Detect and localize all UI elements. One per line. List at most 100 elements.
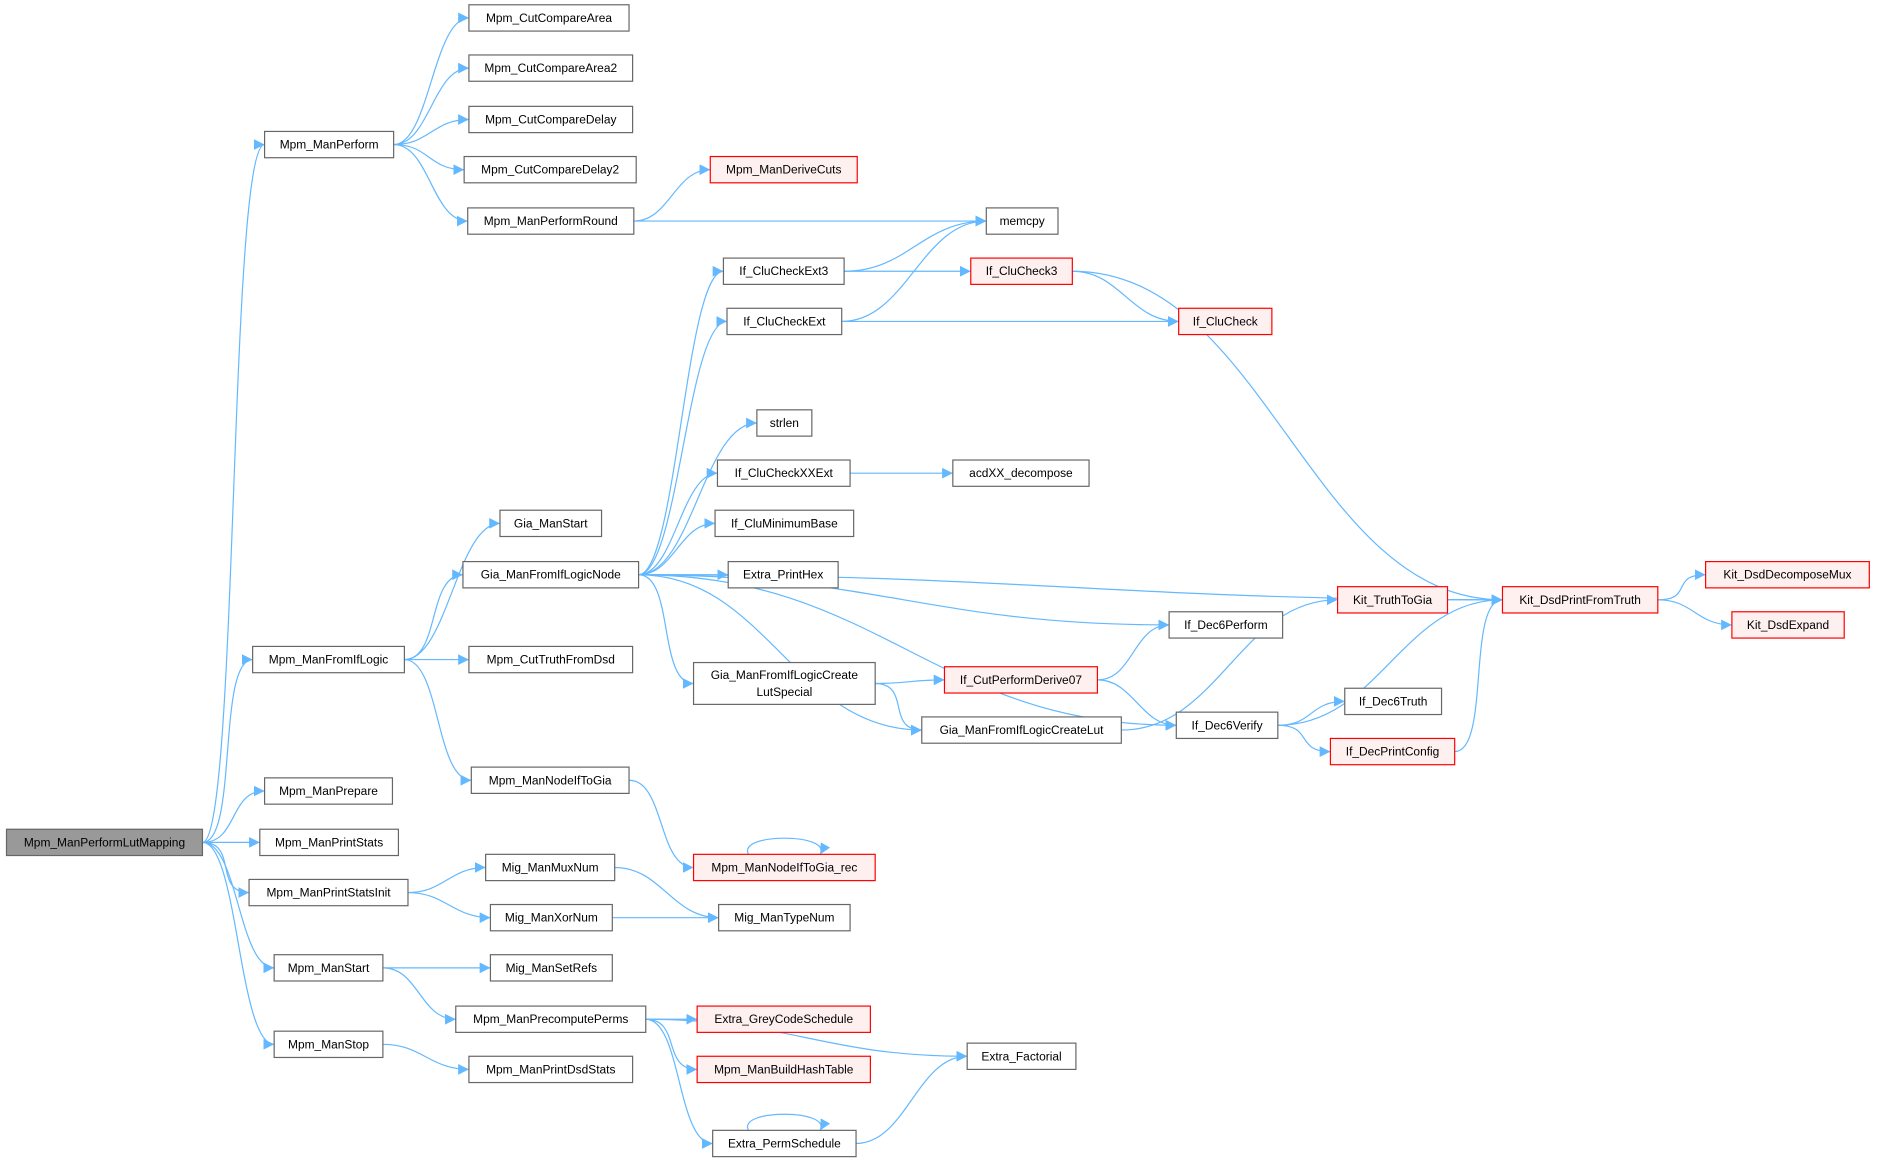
node-label: If_CluCheckXXExt [735,466,834,480]
node-box [692,661,876,705]
node-box [462,560,640,589]
node-dec6truth[interactable]: If_Dec6Truth [1344,687,1443,716]
node-root[interactable]: Mpm_ManPerformLutMapping [5,828,204,857]
node-memcpy[interactable]: memcpy [985,207,1059,235]
node-dsdstats[interactable]: Mpm_ManPrintDsdStats [468,1055,634,1084]
node-stop[interactable]: Mpm_ManStop [273,1030,384,1059]
node-fact[interactable]: Extra_Factorial [966,1042,1077,1071]
node-permsched[interactable]: Extra_PermSchedule [712,1129,857,1158]
node-giastart[interactable]: Gia_ManStart [499,509,603,538]
node-nodeiftogiarec[interactable]: Mpm_ManNodeIfToGia_rec [692,853,876,882]
edge-fromnode-to-createlut [638,574,922,736]
node-box [468,4,630,32]
node-grey[interactable]: Extra_GreyCodeSchedule [696,1005,871,1033]
edge-dsdprint-to-dsdmux [1657,569,1706,601]
node-label: If_CluCheck3 [986,264,1058,278]
edge-root-to-prepare [202,785,265,843]
node-setrefs[interactable]: Mig_ManSetRefs [489,954,613,982]
edge-root-to-start [202,841,275,974]
node-round[interactable]: Mpm_ManPerformRound [467,207,635,235]
node-ccd2[interactable]: Mpm_CutCompareDelay2 [463,155,637,184]
node-prepare[interactable]: Mpm_ManPrepare [263,777,394,805]
node-label: Kit_DsdExpand [1747,618,1829,632]
node-box [489,954,613,982]
node-label: Mpm_ManDeriveCuts [726,163,841,177]
edge-start-to-precomp [382,967,456,1025]
node-precomp[interactable]: Mpm_ManPrecomputePerms [455,1005,647,1033]
edge-statsinit-to-xornum [407,891,491,924]
edge-fromnode-to-lutspecial [638,574,694,689]
node-box [1705,560,1870,589]
node-box [692,853,876,882]
edge-decprint-to-dsdprint [1454,594,1503,753]
edge-lutspecial-to-derive07 [875,674,945,686]
node-start[interactable]: Mpm_ManStart [273,954,384,982]
node-xornum[interactable]: Mig_ManXorNum [489,903,613,932]
node-perform[interactable]: Mpm_ManPerform [263,130,395,159]
node-dec6perf[interactable]: If_Dec6Perform [1168,611,1284,639]
node-label: Mig_ManXorNum [505,911,598,925]
node-label-line: Gia_ManFromIfLogicCreate [711,668,859,682]
node-acd[interactable]: acdXX_decompose [952,459,1090,487]
node-box [248,878,409,907]
node-cca2[interactable]: Mpm_CutCompareArea2 [468,54,634,82]
node-ext3[interactable]: If_CluCheckExt3 [722,257,845,285]
edge-ext3-to-memcpy [844,215,987,272]
node-check3[interactable]: If_CluCheck3 [970,257,1073,285]
node-truthgia[interactable]: Kit_TruthToGia [1336,586,1449,614]
node-dsdexp[interactable]: Kit_DsdExpand [1731,611,1845,639]
node-box [273,954,384,982]
node-fromnode[interactable]: Gia_ManFromIfLogicNode [462,560,640,589]
node-label: Mpm_ManFromIfLogic [269,653,388,667]
node-ccd[interactable]: Mpm_CutCompareDelay [468,105,634,134]
node-ext[interactable]: If_CluCheckExt [726,307,843,336]
node-minbase[interactable]: If_CluMinimumBase [714,509,855,538]
node-box [696,1055,871,1084]
node-printstats[interactable]: Mpm_ManPrintStats [259,828,400,857]
node-nodeiftogia[interactable]: Mpm_ManNodeIfToGia [470,766,630,794]
node-label: Mpm_CutCompareDelay2 [481,163,619,177]
node-derive07[interactable]: If_CutPerformDerive07 [943,666,1099,694]
node-cca[interactable]: Mpm_CutCompareArea [468,4,630,32]
node-dec6ver[interactable]: If_Dec6Verify [1175,711,1279,740]
node-strlen[interactable]: strlen [756,409,813,437]
edge-fromnode-to-ext3 [638,265,724,576]
node-fromif[interactable]: Mpm_ManFromIfLogic [252,645,405,674]
edge-perform-to-round [393,143,468,227]
node-label: If_Dec6Perform [1184,618,1268,632]
edge-derive07-to-dec6ver [1097,679,1177,731]
node-box [1731,611,1845,639]
node-decprint[interactable]: If_DecPrintConfig [1329,737,1456,766]
node-xxext[interactable]: If_CluCheckXXExt [716,459,851,487]
node-box [263,130,395,159]
node-box [970,257,1073,285]
node-box [1168,611,1284,639]
node-dsdmux[interactable]: Kit_DsdDecomposeMux [1705,560,1870,589]
node-statsinit[interactable]: Mpm_ManPrintStatsInit [248,878,409,907]
node-label: Mpm_ManNodeIfToGia_rec [711,860,857,874]
node-label: Kit_TruthToGia [1353,593,1433,607]
node-check[interactable]: If_CluCheck [1178,307,1273,336]
edge-lutspecial-to-createlut [875,682,922,736]
edge-root-to-stop [202,841,275,1050]
node-truthdsd[interactable]: Mpm_CutTruthFromDsd [468,645,634,674]
node-label: Gia_ManFromIfLogicCreateLut [940,723,1105,737]
node-label: Mig_ManTypeNum [734,911,834,925]
node-label: acdXX_decompose [969,466,1073,480]
node-label: If_CutPerformDerive07 [960,673,1082,687]
node-hash[interactable]: Mpm_ManBuildHashTable [696,1055,871,1084]
node-muxnum[interactable]: Mig_ManMuxNum [485,853,616,882]
node-createlut[interactable]: Gia_ManFromIfLogicCreateLut [921,716,1122,744]
node-box [1329,737,1456,766]
node-dsdprint[interactable]: Kit_DsdPrintFromTruth [1501,586,1659,614]
node-derive[interactable]: Mpm_ManDeriveCuts [709,155,858,184]
node-box [1178,307,1273,336]
node-box [943,666,1099,694]
node-typenum[interactable]: Mig_ManTypeNum [718,903,851,932]
node-box [470,766,630,794]
node-hex[interactable]: Extra_PrintHex [727,560,839,589]
node-label: If_Dec6Truth [1359,694,1428,708]
edge-root-to-fromif [202,654,253,843]
node-box [722,257,845,285]
